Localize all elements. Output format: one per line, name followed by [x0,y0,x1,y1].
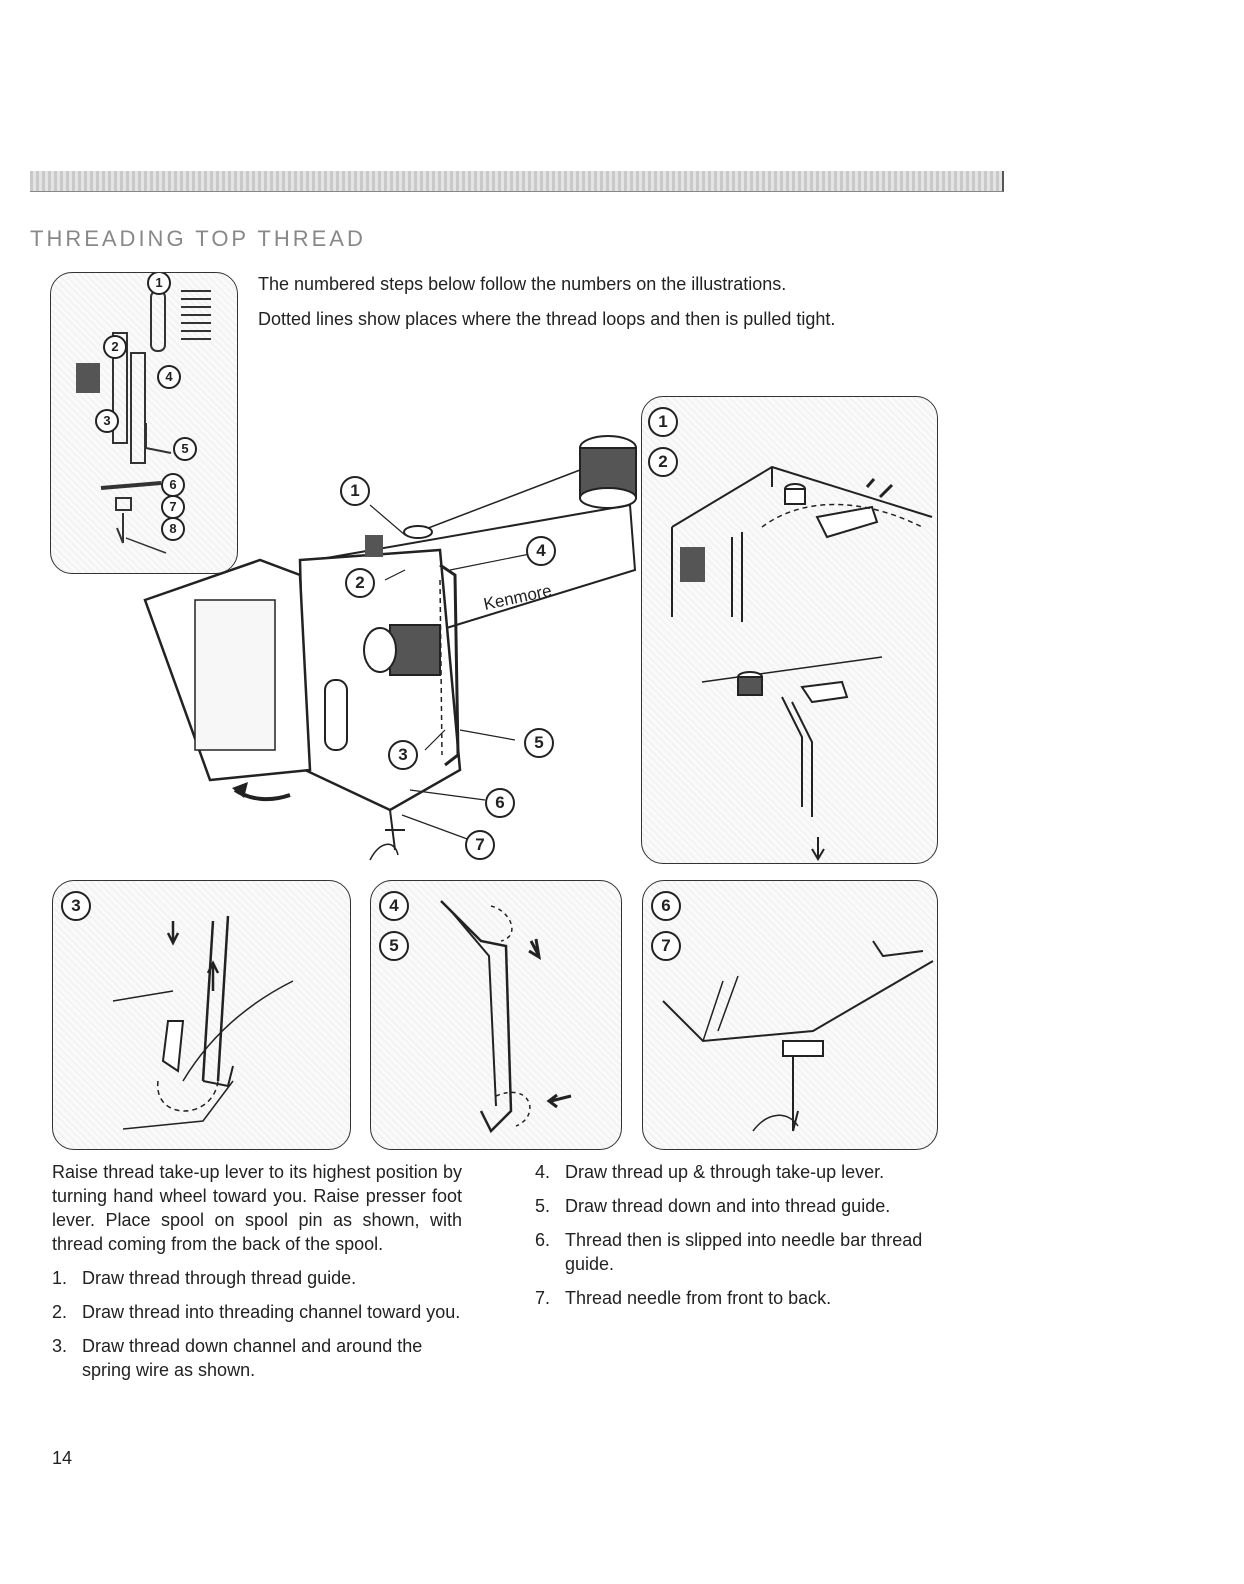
brand-name: Kenmore [482,581,553,614]
inset-label-5: 5 [173,437,197,461]
header-band [30,171,1004,192]
panel-4-5-label-5: 5 [379,931,409,961]
step-number: 7. [535,1288,551,1308]
step-item: 3. Draw thread down channel and around t… [52,1334,462,1382]
step-number: 6. [535,1230,551,1250]
step-text: Thread then is slipped into needle bar t… [565,1230,923,1274]
panel-1-2-label-1: 1 [648,407,678,437]
inset-label-4: 4 [157,365,181,389]
step-item: 7. Thread needle from front to back. [535,1286,945,1310]
inset-label-1: 1 [147,273,171,295]
detail-drawing-4-5 [440,900,572,1134]
main-label-2: 2 [345,568,375,598]
step-item: 1. Draw thread through thread guide. [52,1266,462,1290]
panel-3-label-3: 3 [61,891,91,921]
panel-4-5-label-4: 4 [379,891,409,921]
detail-panel-6-7: 6 7 [642,880,938,1150]
detail-drawing-6-7 [662,940,934,1132]
main-label-1: 1 [340,476,370,506]
step-item: 6. Thread then is slipped into needle ba… [535,1228,945,1276]
step-text: Draw thread down channel and around the … [82,1336,423,1380]
step-number: 5. [535,1196,551,1216]
detail-panel-1-2: 1 2 [641,396,938,864]
main-label-3: 3 [388,740,418,770]
panel-1-2-label-2: 2 [648,447,678,477]
step-item: 5. Draw thread down and into thread guid… [535,1194,945,1218]
inset-diagram-panel: 1 2 3 4 5 6 7 8 [50,272,238,574]
intro-text-1: The numbered steps below follow the numb… [258,274,787,294]
step-text: Thread needle from front to back. [565,1288,832,1308]
step-number: 3. [52,1336,68,1356]
detail-drawing-3 [112,915,294,1130]
step-text: Draw thread into threading channel towar… [82,1302,461,1322]
inset-label-3: 3 [95,409,119,433]
sewing-machine-diagram: Kenmore 1 2 3 4 5 6 7 [140,410,640,870]
instructions-left: Raise thread take-up lever to its highes… [52,1160,462,1392]
intro-text-2: Dotted lines show places where the threa… [258,309,836,329]
panel-6-7-label-6: 6 [651,891,681,921]
step-text: Draw thread through thread guide. [82,1268,357,1288]
inset-label-7: 7 [161,495,185,519]
inset-label-2: 2 [103,335,127,359]
main-label-7: 7 [465,830,495,860]
panel-6-7-label-7: 7 [651,931,681,961]
main-label-6: 6 [485,788,515,818]
page-title: THREADING TOP THREAD [30,226,366,251]
sewing-machine-drawing: Kenmore [143,435,637,861]
step-number: 4. [535,1162,551,1182]
step-text: Draw thread down and into thread guide. [565,1196,891,1216]
page-number: 14 [52,1448,73,1468]
step-item: 2. Draw thread into threading channel to… [52,1300,462,1324]
detail-panel-4-5: 4 5 [370,880,622,1150]
step-text: Draw thread up & through take-up lever. [565,1162,885,1182]
main-label-5: 5 [524,728,554,758]
step-item: 4. Draw thread up & through take-up leve… [535,1160,945,1184]
inset-label-6: 6 [161,473,185,497]
instructions-intro: Raise thread take-up lever to its highes… [52,1162,462,1254]
step-number: 2. [52,1302,68,1322]
inset-label-8: 8 [161,517,185,541]
step-number: 1. [52,1268,68,1288]
detail-drawing-1-2 [671,465,933,861]
detail-panel-3: 3 [52,880,351,1150]
main-label-4: 4 [526,536,556,566]
instructions-right: 4. Draw thread up & through take-up leve… [535,1160,945,1320]
